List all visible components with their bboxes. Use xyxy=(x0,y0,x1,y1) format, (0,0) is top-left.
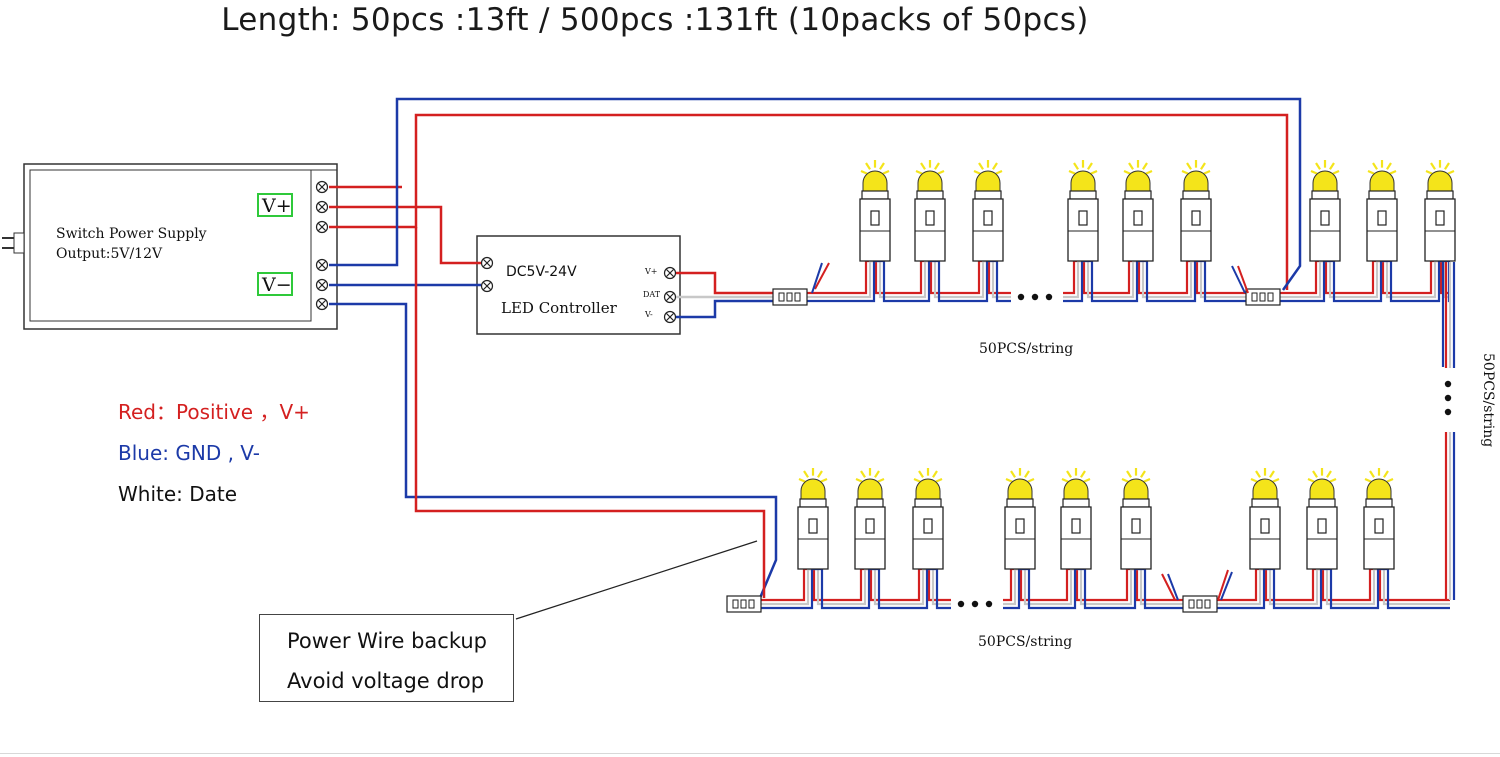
continuation-dot xyxy=(1444,380,1452,388)
string-connector-right xyxy=(1441,262,1456,600)
vplus-label: V+ xyxy=(261,195,292,217)
screw-terminal-icon xyxy=(315,297,329,311)
diagram-title: Length: 50pcs :13ft / 500pcs :131ft (10p… xyxy=(221,2,1089,38)
continuation-dots xyxy=(951,590,1003,616)
screw-terminal-icon xyxy=(663,266,677,280)
jst-connector-icon xyxy=(772,288,808,306)
controller-terminals xyxy=(480,256,677,324)
wire-blue xyxy=(676,299,776,319)
led-pixel-icon xyxy=(1004,468,1036,570)
power-supply-output: Output:5V/12V xyxy=(56,246,163,262)
wire-blue xyxy=(760,567,1450,610)
string-label-right: 50PCS/string xyxy=(1480,353,1496,447)
power-supply: Switch Power Supply Output:5V/12V V+ V− xyxy=(2,163,338,330)
screw-terminal-icon xyxy=(315,220,329,234)
controller-voltage: DC5V-24V xyxy=(506,264,577,280)
led-pixel-icon xyxy=(1249,468,1281,570)
screw-terminal-icon xyxy=(480,279,494,293)
string-label-top: 50PCS/string xyxy=(979,341,1073,357)
vminus-label: V− xyxy=(261,274,292,296)
wire-red xyxy=(760,567,1450,602)
wire-pigtail xyxy=(811,262,823,294)
led-string-bottom xyxy=(726,468,1450,616)
terminal-block xyxy=(315,180,329,311)
wire-pigtail xyxy=(1167,573,1179,601)
led-pixel-icon xyxy=(1309,160,1341,262)
screw-terminal-icon xyxy=(480,256,494,270)
led-pixel-icon xyxy=(1306,468,1338,570)
legend-blue: Blue: GND , V- xyxy=(118,441,261,465)
wire-pigtail xyxy=(1161,573,1176,601)
led-pixel-icon xyxy=(797,468,829,570)
string-label-bottom: 50PCS/string xyxy=(978,634,1072,650)
led-pixel-icon xyxy=(1120,468,1152,570)
led-pixel-icon xyxy=(1366,160,1398,262)
callout-line-2: Avoid voltage drop xyxy=(287,669,485,693)
led-pixel-icon xyxy=(1363,468,1395,570)
led-pixel-icon xyxy=(1424,160,1456,262)
led-pixel-icon xyxy=(1122,160,1154,262)
led-pixel-icon xyxy=(1067,160,1099,262)
jst-connector-icon xyxy=(1182,595,1218,613)
led-pixel-icon xyxy=(914,160,946,262)
continuation-dot xyxy=(1444,408,1452,416)
callout-line-1: Power Wire backup xyxy=(287,629,487,653)
color-legend: Red：Positive ，V+ Blue: GND , V- White: D… xyxy=(118,392,310,515)
controller-name: LED Controller xyxy=(501,299,618,317)
legend-red: Red：Positive ，V+ xyxy=(118,400,310,424)
wire-pigtail xyxy=(1237,265,1249,294)
jst-connector-icon xyxy=(1245,288,1281,306)
wire-blue xyxy=(329,97,1302,291)
wire-red xyxy=(329,205,481,265)
bottom-divider xyxy=(0,753,1500,754)
jst-connector-icon xyxy=(726,595,762,613)
wire-pigtail xyxy=(1231,265,1246,294)
continuation-dot xyxy=(1444,394,1452,402)
wire-pigtail xyxy=(814,262,830,290)
screw-terminal-icon xyxy=(315,278,329,292)
screw-terminal-icon xyxy=(663,310,677,324)
wire-red xyxy=(329,113,1289,290)
power-backup-callout: Power Wire backup Avoid voltage drop xyxy=(259,614,514,702)
screw-terminal-icon xyxy=(315,200,329,214)
led-controller: DC5V-24V LED Controller V+ DAT V- xyxy=(476,235,681,335)
led-pixel-icon xyxy=(912,468,944,570)
pin-vplus-label: V+ xyxy=(644,267,657,276)
led-pixel-icon xyxy=(859,160,891,262)
continuation-dots xyxy=(1011,283,1063,309)
screw-terminal-icon xyxy=(663,290,677,304)
wire-white xyxy=(760,567,1450,606)
pin-vminus-label: V- xyxy=(644,310,653,319)
power-supply-title: Switch Power Supply xyxy=(56,226,207,242)
wire-red xyxy=(806,259,1450,295)
wire-blue xyxy=(329,302,778,599)
power-plug-icon xyxy=(2,232,25,254)
wires xyxy=(329,97,1302,599)
wire-red xyxy=(676,271,776,295)
callout-pointer xyxy=(515,540,758,620)
pin-dat-label: DAT xyxy=(643,290,661,299)
wire-pigtail xyxy=(1220,571,1233,601)
led-pixel-icon xyxy=(972,160,1004,262)
screw-terminal-icon xyxy=(315,258,329,272)
led-string-top xyxy=(772,160,1456,309)
led-pixel-icon xyxy=(1180,160,1212,262)
legend-white: White: Date xyxy=(118,482,238,506)
wire-pigtail xyxy=(1217,569,1229,601)
wire-red xyxy=(414,227,766,598)
led-pixel-icon xyxy=(854,468,886,570)
led-pixel-icon xyxy=(1060,468,1092,570)
screw-terminal-icon xyxy=(315,180,329,194)
